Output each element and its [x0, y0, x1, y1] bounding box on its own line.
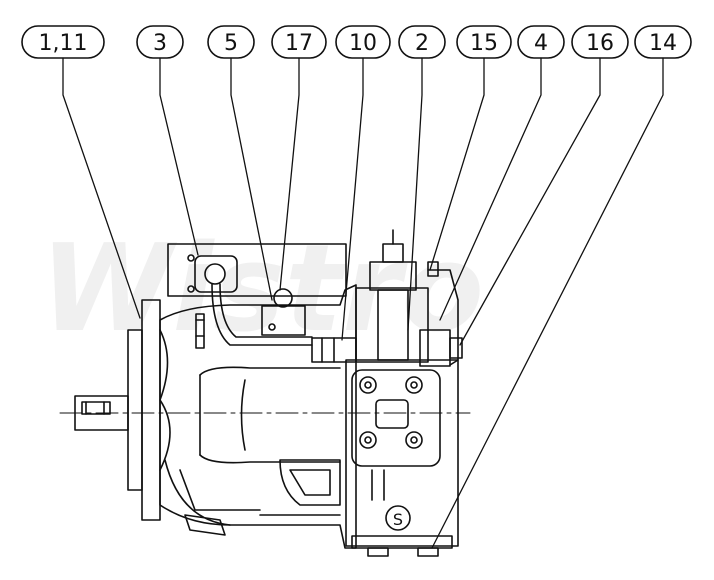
callout-10: 10 — [335, 25, 391, 59]
callout-14: 14 — [634, 25, 692, 59]
callout-16: 16 — [571, 25, 629, 59]
callout-label: 16 — [586, 31, 614, 56]
callout-2: 2 — [398, 25, 446, 59]
callout-label: 14 — [649, 31, 677, 56]
watermark: Wistro — [40, 220, 484, 359]
callout-5: 5 — [207, 25, 255, 59]
callout-label: 5 — [224, 31, 238, 56]
callout-1-11: 1,11 — [21, 25, 105, 59]
callout-label: 4 — [534, 31, 548, 56]
callout-label: 1,11 — [39, 31, 88, 56]
callout-4: 4 — [517, 25, 565, 59]
port-label: S — [393, 510, 403, 529]
suction-port: S — [385, 505, 411, 531]
leader-lines — [62, 57, 664, 549]
callout-label: 17 — [285, 31, 313, 56]
controller-block — [167, 243, 347, 349]
callout-label: 15 — [470, 31, 498, 56]
callout-15: 15 — [456, 25, 512, 59]
callout-label: 10 — [349, 31, 377, 56]
callout-label: 2 — [415, 31, 429, 56]
callout-3: 3 — [136, 25, 184, 59]
callout-label: 3 — [153, 31, 167, 56]
callout-17: 17 — [271, 25, 327, 59]
end-cover — [345, 359, 459, 557]
